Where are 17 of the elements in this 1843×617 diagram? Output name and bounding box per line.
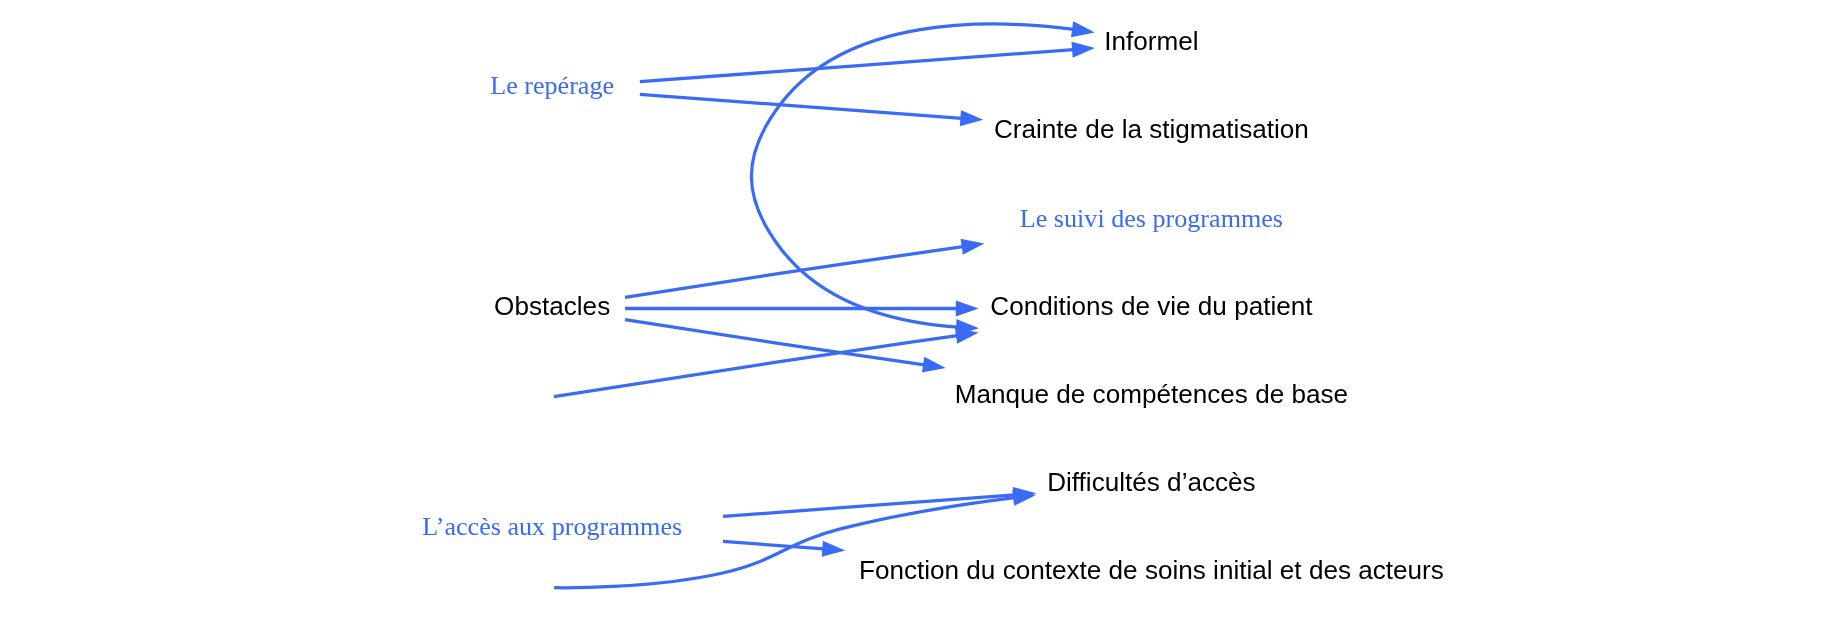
node-text: L’accès aux programmes: [421, 512, 682, 542]
node-text: Obstacles: [493, 290, 610, 321]
arrow: [624, 300, 979, 317]
node-text: Fonction du contexte de soins initial et des acteurs: [858, 555, 1444, 586]
node-text: Le repérage: [489, 71, 614, 101]
node-text: Crainte de la stigmatisation: [993, 114, 1309, 145]
node-text: Informel: [1103, 26, 1199, 57]
node-text: Conditions de vie du patient: [989, 290, 1313, 321]
arrow: [749, 21, 1095, 344]
arrow: [639, 41, 1095, 84]
node-text: Manque de compétences de base: [954, 378, 1348, 409]
node-text: Le suivi des programmes: [1019, 203, 1283, 233]
arrow: [624, 238, 984, 299]
arrow: [639, 92, 983, 127]
arrow: [722, 539, 845, 557]
node-text: Difficultés d’accès: [1046, 467, 1256, 498]
arrow: [624, 318, 946, 373]
